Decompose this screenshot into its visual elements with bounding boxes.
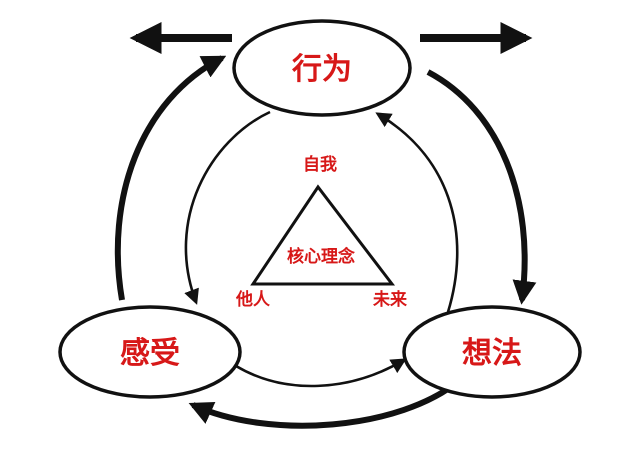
inner-arrow-top-to-left <box>184 110 271 305</box>
triangle-center-label: 核心理念 <box>287 246 355 267</box>
node-right-ellipse <box>402 305 582 399</box>
triangle-left-label: 他人 <box>235 289 271 310</box>
core-triangle <box>250 184 396 286</box>
outer-arrow-top-to-right <box>426 69 537 305</box>
node-right-label: 想法 <box>462 336 522 371</box>
triangle-top-label: 自我 <box>303 154 337 175</box>
triangle-right-label: 未来 <box>372 289 408 310</box>
node-top-label: 行为 <box>291 52 352 87</box>
node-top-ellipse <box>232 19 412 117</box>
inner-arrow-right-to-top <box>375 112 459 313</box>
node-left-ellipse <box>58 305 242 399</box>
inner-arrow-left-to-right <box>235 358 407 388</box>
outer-arrow-left-to-top <box>114 55 227 301</box>
node-left-label: 感受 <box>120 336 180 371</box>
outer-arrow-right-to-left <box>188 377 462 429</box>
